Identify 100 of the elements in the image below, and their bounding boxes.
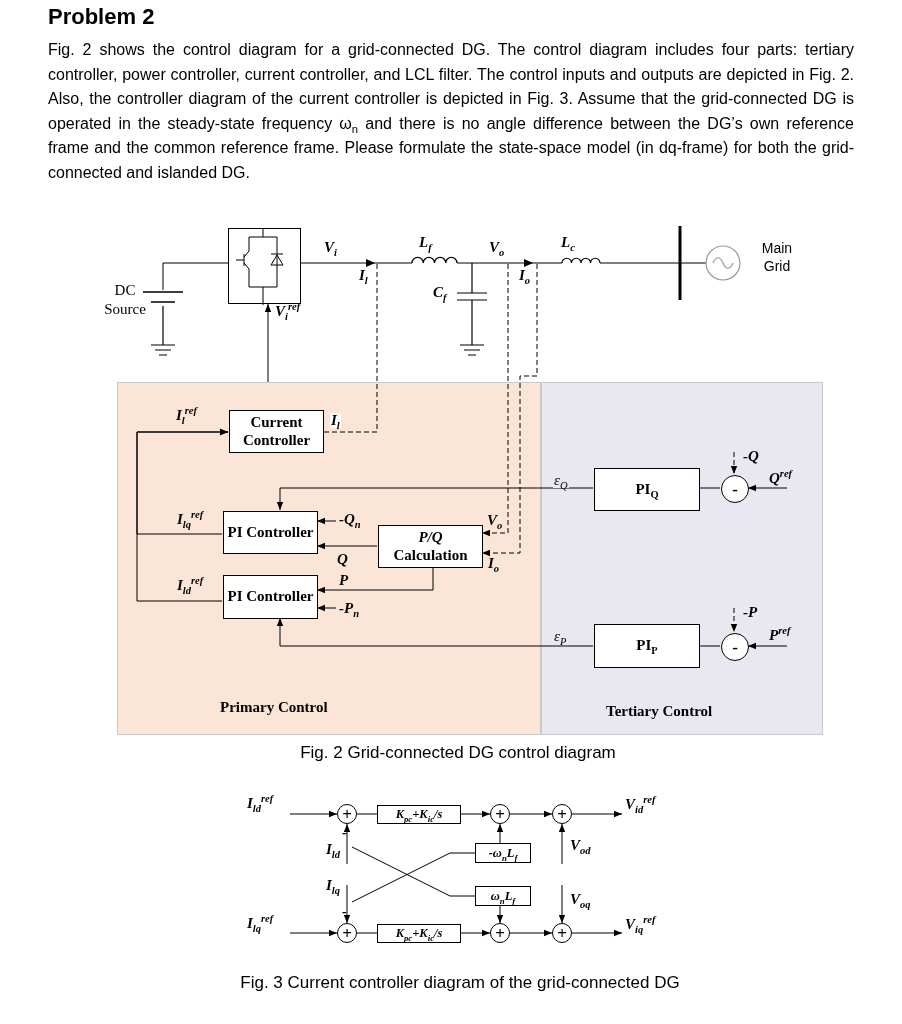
dashed-signal-line (322, 263, 378, 433)
signal-label: -P (742, 605, 759, 620)
sign-label: - (342, 825, 347, 840)
sign-label: + (495, 924, 505, 942)
signal-label: -Q (742, 449, 760, 464)
arrow (264, 303, 272, 383)
connector-line (356, 813, 378, 815)
connector-line (162, 262, 229, 291)
signal-label: I$_{l}$ (330, 413, 341, 428)
arrow (316, 604, 337, 612)
arrow (316, 517, 337, 525)
connector-line (351, 846, 476, 897)
block-label: K$_{pc}$+K$_{ic}$/s (395, 807, 443, 822)
summing-junction (337, 923, 357, 943)
arrow (558, 884, 566, 924)
process-box (223, 511, 318, 554)
dashed-signal-line (730, 607, 738, 633)
arrow (289, 810, 338, 818)
arrow (747, 484, 788, 492)
circuit-label: L$_{c}$ (561, 235, 575, 250)
block-label: P/Q Calculation (392, 529, 469, 564)
sign-label: + (557, 805, 567, 823)
problem-text: Fig. 2 shows the control diagram for a grid-connected DG. The control diagram includes four parts: tertiary controller, power controller, current controller, and LCL filter. The control inputs and outputs are depicted in Fig. 2. Also, the controller diagram of the current controller is depicted in Fig. 3. Assume that the grid-connected DG is operated in the steady-state frequency ω$_{n}$ and there is no angle difference between the DG’s own reference frame and the common reference frame. Please formulate the state-space model (in dq-frame) for both the grid-connected and islanded DG. (48, 40, 854, 183)
summing-junction (721, 475, 749, 503)
transfer-block (475, 886, 531, 906)
panel-heading: Tertiary Control (606, 703, 713, 720)
block-label: PI Controller (227, 523, 314, 542)
dashed-signal-line (481, 263, 538, 557)
block-label: PI$_{P}$ (636, 637, 658, 655)
transfer-block (475, 843, 531, 863)
connector-line (698, 645, 721, 647)
transfer-block (377, 924, 461, 943)
block-label: PI$_{Q}$ (635, 480, 659, 499)
summing-junction (552, 923, 572, 943)
arrow (496, 823, 504, 844)
inverter-box (228, 228, 301, 304)
signal-label: P$^{ref}$ (768, 628, 792, 643)
sign-label: + (557, 924, 567, 942)
control-panel (541, 382, 823, 735)
dashed-signal-line (481, 263, 509, 537)
summing-junction (552, 804, 572, 824)
figure-caption: Fig. 2 Grid-connected DG control diagram (299, 743, 617, 763)
arrow (276, 487, 594, 511)
control-panel (117, 382, 541, 735)
connector-line (356, 932, 378, 934)
connector-line (351, 852, 476, 903)
signal-label: V$_{od}$ (569, 838, 592, 853)
arrow (509, 810, 553, 818)
signal-label: Q$^{ref}$ (768, 471, 794, 486)
arrow (276, 617, 594, 647)
summing-junction (490, 923, 510, 943)
signal-label: Q (336, 552, 349, 567)
arrow (747, 642, 788, 650)
arrow (136, 428, 229, 602)
arrow (558, 823, 566, 865)
summing-junction (337, 804, 357, 824)
process-box (378, 525, 483, 568)
sign-label: - (732, 638, 738, 656)
circuit-label: V$_{o}$ (489, 240, 505, 255)
arrow (496, 905, 504, 924)
figure-caption: Fig. 3 Current controller diagram of the grid-connected DG (239, 973, 681, 993)
signal-label: V$_{o}$ (486, 513, 504, 528)
signal-label: I$_{ld}$ (325, 842, 341, 857)
signal-label: P (338, 573, 350, 588)
process-box (594, 468, 700, 511)
arrow (316, 566, 434, 594)
sign-label: - (342, 904, 347, 919)
block-label: PI Controller (227, 588, 314, 606)
arrow (343, 884, 351, 924)
block-label: K$_{pc}$+K$_{ic}$/s (395, 926, 443, 941)
signal-label: -Q$_{n}$ (338, 512, 362, 527)
arrow (571, 810, 623, 818)
sign-label: + (342, 805, 352, 823)
battery-symbol (143, 290, 183, 306)
arrow (343, 823, 351, 865)
arrow (509, 929, 553, 937)
signal-label: -P$_{n}$ (338, 601, 360, 616)
sign-label: - (732, 480, 738, 498)
dashed-signal-line (730, 451, 738, 475)
process-box (594, 624, 700, 668)
arrow (289, 929, 338, 937)
circuit-label: Main Grid (760, 240, 794, 275)
arrow (460, 929, 491, 937)
block-label: Current Controller (241, 414, 312, 449)
circuit-label: V$_{i}$ (324, 240, 337, 255)
circuit-label: I$_{o}$ (519, 268, 531, 283)
problem-title: Problem 2 (48, 4, 155, 30)
arrow (571, 929, 623, 937)
process-box (223, 575, 318, 619)
summing-junction (490, 804, 510, 824)
component-label: DC Source (103, 281, 147, 319)
transfer-block (377, 805, 461, 824)
sign-label: + (342, 924, 352, 942)
summing-junction (721, 633, 749, 661)
arrow (460, 810, 491, 818)
sign-label: + (495, 805, 505, 823)
circuit-label: I$_{l}$ (359, 268, 368, 283)
process-box (229, 410, 324, 453)
connector-line (698, 487, 721, 489)
arrow (316, 542, 378, 550)
